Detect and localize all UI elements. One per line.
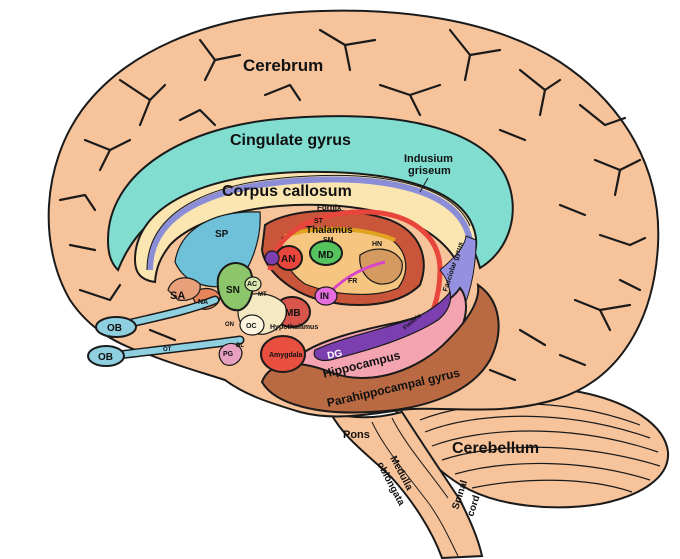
parahippocampal-gyrus	[260, 282, 500, 414]
olfactory-tract-lower-fill	[107, 337, 243, 359]
label-md: MD	[318, 250, 334, 261]
label-oc: OC	[246, 323, 257, 330]
indusium-ring-outline	[146, 174, 471, 271]
label-amygdala: Amygdala	[269, 352, 303, 359]
label-ob-upper: OB	[107, 323, 122, 334]
optic-chiasm	[239, 314, 265, 336]
fornix-arch	[267, 209, 443, 337]
olfactory-bulb-lower	[87, 345, 125, 367]
label-hypothalamus: Hypothalamus	[270, 324, 318, 331]
st-node	[264, 250, 280, 266]
label-in: IN	[320, 291, 329, 301]
label-spinal-line2: cord	[465, 494, 482, 518]
label-on: ON	[225, 322, 234, 328]
anterior-commissure	[244, 276, 262, 292]
label-fornix: Fornix	[317, 203, 342, 212]
brainstem-shape	[327, 410, 484, 559]
habenular-region	[359, 248, 403, 285]
brainstem-lines	[371, 417, 459, 557]
label-dl: DL	[236, 343, 244, 349]
label-hn: HN	[372, 241, 382, 248]
indusium-pointer	[419, 177, 429, 193]
corpus-callosum	[133, 170, 478, 284]
olfactory-bulb-upper	[95, 316, 137, 338]
label-thalamus: Thalamus	[306, 225, 353, 236]
septal-nuclei	[216, 262, 254, 312]
label-ob-lower: OB	[98, 352, 113, 363]
pituitary-gland	[218, 342, 243, 366]
md-nucleus	[309, 240, 343, 266]
in-nucleus	[314, 286, 338, 306]
label-sa: SA	[170, 290, 185, 302]
amygdala	[260, 335, 306, 373]
label-na: NA	[198, 299, 208, 306]
label-pons: Pons	[343, 429, 370, 441]
label-an: AN	[281, 254, 295, 265]
label-st: ST	[314, 218, 324, 225]
label-sn: SN	[226, 285, 240, 296]
dentate-gyrus	[313, 290, 452, 362]
subcallosal-area	[167, 277, 201, 301]
label-mb: MB	[285, 308, 301, 319]
label-mt: MT	[258, 292, 267, 298]
label-cerebrum: Cerebrum	[243, 56, 323, 75]
label-ac: AC	[247, 281, 257, 288]
label-ot: OT	[163, 347, 172, 353]
label-fr: FR	[348, 278, 357, 285]
label-sp: SP	[215, 229, 229, 240]
label-indusium-line1: Indusium	[404, 153, 453, 165]
label-sm: SM	[323, 237, 334, 244]
label-pg: PG	[223, 351, 234, 358]
cortical-sulci	[58, 28, 647, 382]
label-corpus-callosum: Corpus callosum	[222, 183, 352, 200]
label-cerebellum: Cerebellum	[452, 440, 539, 457]
label-indusium-line2: griseum	[408, 165, 451, 177]
label-cingulate-gyrus: Cingulate gyrus	[230, 132, 351, 149]
label-dg: DG	[326, 348, 343, 362]
